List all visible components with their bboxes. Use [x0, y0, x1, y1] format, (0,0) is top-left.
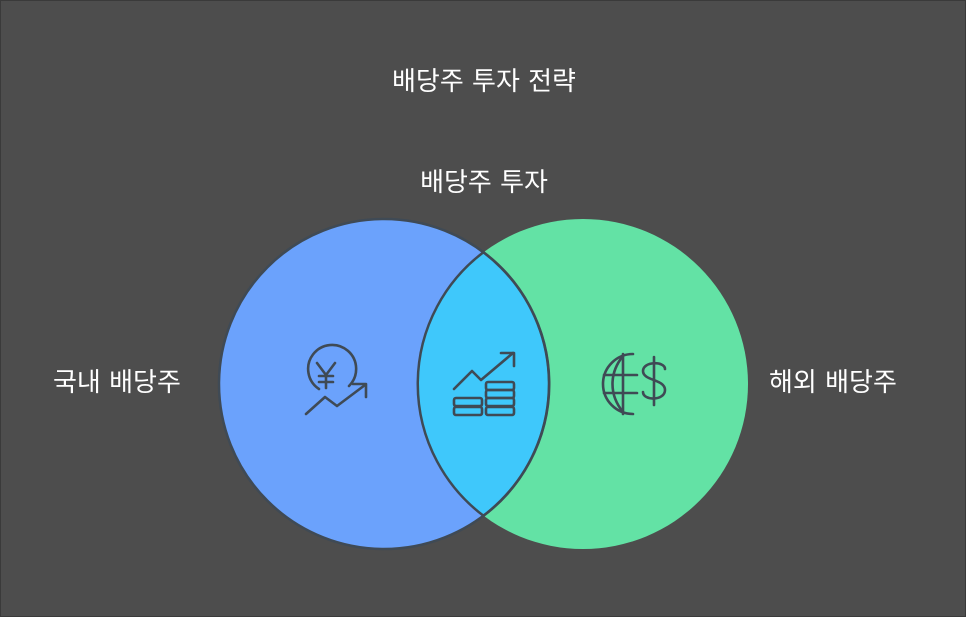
diagram-title: 배당주 투자 전략	[392, 67, 576, 97]
globe-dollar-icon	[601, 352, 667, 416]
intersection-outline	[416, 250, 551, 518]
yen-growth-icon	[304, 343, 368, 416]
coins-growth-icon	[452, 351, 516, 417]
right-set-label: 해외 배당주	[769, 368, 897, 398]
intersection-title: 배당주 투자	[420, 168, 548, 198]
intersection-region	[418, 219, 549, 549]
left-set-label: 국내 배당주	[53, 368, 181, 398]
